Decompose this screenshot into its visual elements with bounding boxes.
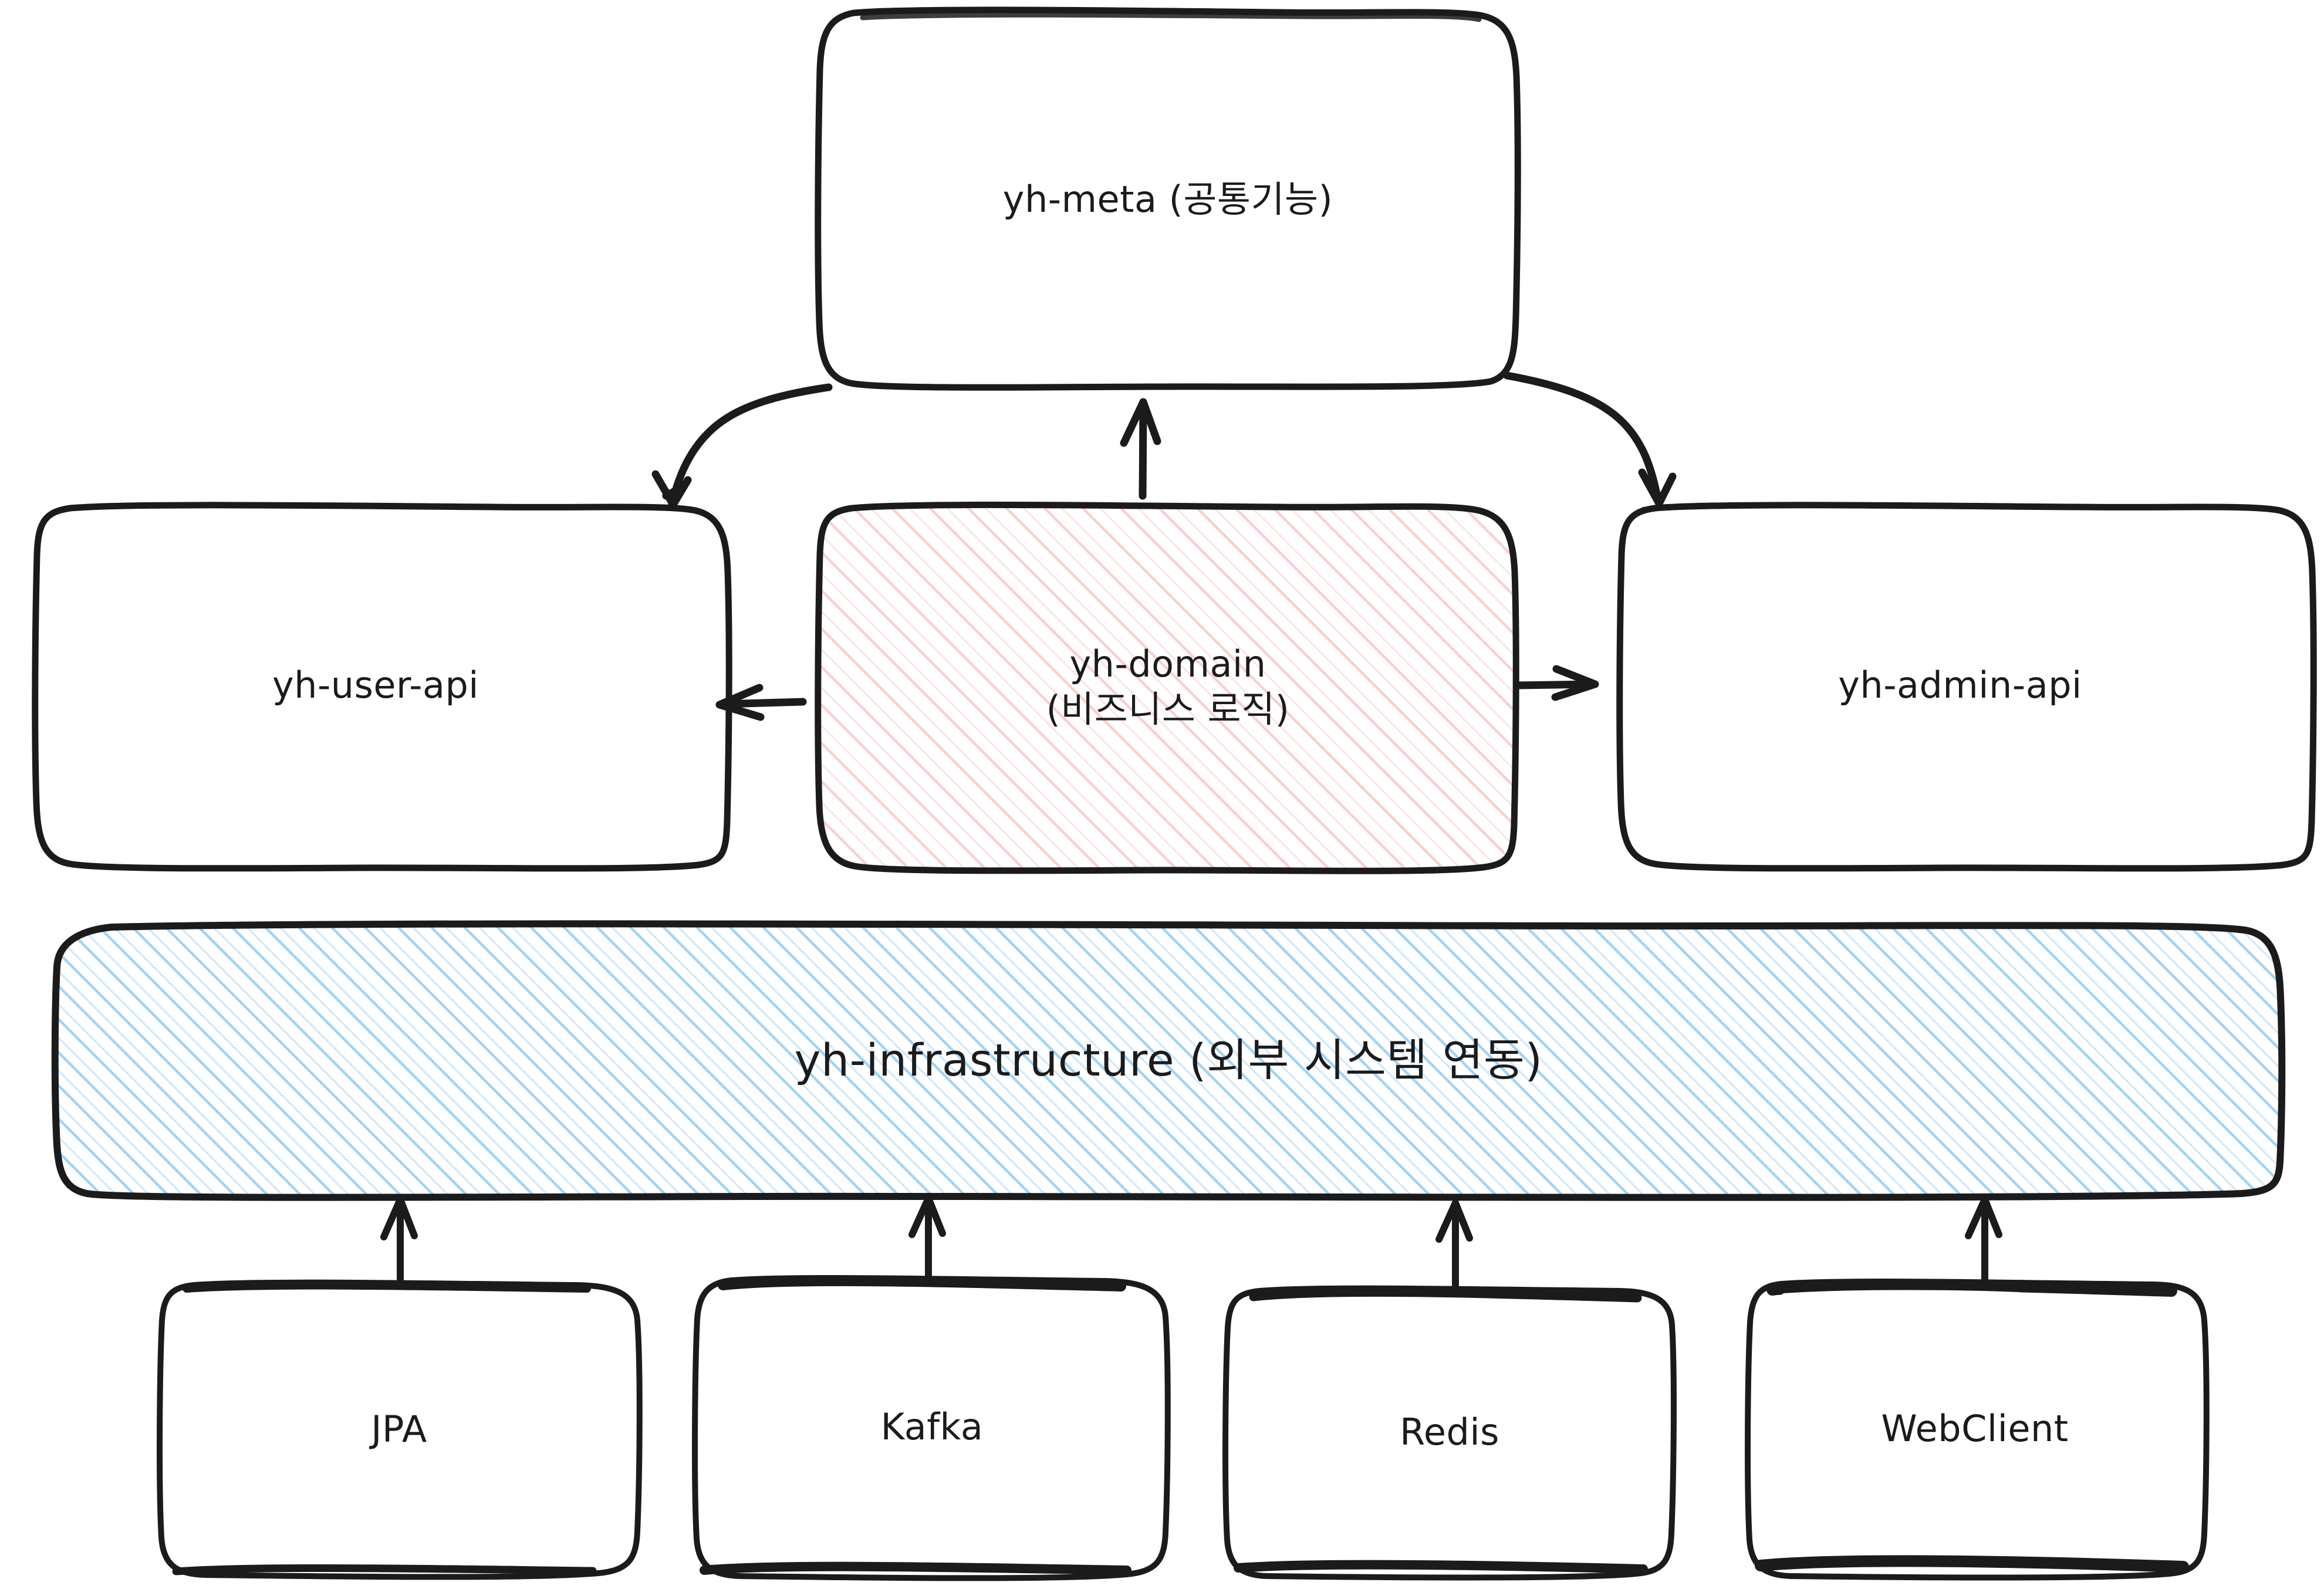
node-webclient[interactable] [1745, 1279, 2210, 1581]
node-yh-domain[interactable] [815, 501, 1519, 874]
edge-domain-to-admin-api [1514, 665, 1599, 701]
edge-domain-to-user-api [715, 684, 807, 721]
node-yh-infrastructure[interactable] [51, 920, 2286, 1201]
node-yh-user-api[interactable] [32, 502, 732, 872]
edge-jpa-to-infra [380, 1196, 418, 1283]
edge-redis-to-infra [1435, 1199, 1473, 1289]
edge-meta-to-admin-api [1503, 371, 1677, 508]
node-kafka[interactable] [692, 1275, 1171, 1581]
edge-kafka-to-infra [908, 1195, 946, 1278]
edge-meta-to-user-api [651, 383, 833, 509]
node-jpa[interactable] [157, 1279, 643, 1580]
edge-webclient-to-infra [1965, 1196, 2002, 1283]
edge-domain-to-meta [1120, 398, 1161, 500]
node-redis[interactable] [1222, 1285, 1677, 1581]
node-yh-meta[interactable] [815, 6, 1521, 391]
node-yh-admin-api[interactable] [1616, 502, 2317, 872]
